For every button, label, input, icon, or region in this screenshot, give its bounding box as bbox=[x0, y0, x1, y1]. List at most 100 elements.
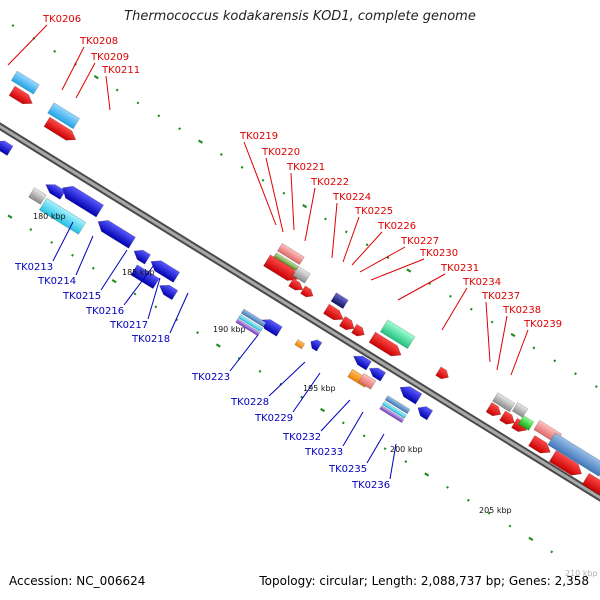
gene-feature[interactable] bbox=[381, 400, 407, 419]
scale-dash bbox=[574, 372, 577, 376]
gene-feature[interactable] bbox=[28, 187, 47, 205]
gene-label-tk0238[interactable]: TK0238 bbox=[502, 305, 541, 316]
gene-label-tk0217[interactable]: TK0217 bbox=[109, 320, 148, 331]
gene-feature[interactable] bbox=[511, 402, 529, 418]
scale-label-210: 210 kbp bbox=[565, 569, 598, 578]
gene-label-tk0229[interactable]: TK0229 bbox=[254, 413, 293, 424]
gene-feature[interactable] bbox=[330, 292, 349, 309]
gene-label-tk0239[interactable]: TK0239 bbox=[523, 319, 562, 330]
gene-feature[interactable] bbox=[499, 410, 518, 428]
gene-feature[interactable] bbox=[308, 337, 323, 352]
gene-label-tk0213[interactable]: TK0213 bbox=[14, 262, 53, 273]
gene-label-tk0225[interactable]: TK0225 bbox=[354, 206, 393, 217]
leader-line bbox=[366, 433, 385, 464]
gene-feature[interactable] bbox=[581, 472, 600, 500]
scale-label-195: 195 kbp bbox=[303, 384, 336, 393]
gene-feature[interactable] bbox=[8, 85, 35, 108]
leader-line bbox=[75, 235, 94, 276]
gene-label-tk0224[interactable]: TK0224 bbox=[332, 192, 371, 203]
gene-feature[interactable] bbox=[157, 281, 179, 301]
gene-label-tk0222[interactable]: TK0222 bbox=[310, 177, 349, 188]
gene-feature[interactable] bbox=[322, 303, 346, 324]
gene-label-tk0214[interactable]: TK0214 bbox=[37, 276, 76, 287]
gene-feature[interactable] bbox=[131, 246, 151, 265]
gene-label-tk0226[interactable]: TK0226 bbox=[377, 221, 416, 232]
gene-label-tk0221[interactable]: TK0221 bbox=[286, 162, 325, 173]
gene-feature[interactable] bbox=[415, 403, 434, 421]
gene-feature[interactable] bbox=[368, 331, 404, 360]
gene-feature[interactable] bbox=[240, 308, 267, 328]
gene-label-tk0227[interactable]: TK0227 bbox=[400, 236, 439, 247]
gene-feature[interactable] bbox=[379, 405, 405, 423]
gene-feature[interactable] bbox=[0, 137, 14, 156]
gene-label-tk0236[interactable]: TK0236 bbox=[351, 480, 390, 491]
gene-feature[interactable] bbox=[148, 256, 181, 283]
gene-feature[interactable] bbox=[351, 323, 367, 339]
leader-line bbox=[105, 75, 111, 111]
gene-feature[interactable] bbox=[485, 402, 504, 419]
gene-feature[interactable] bbox=[95, 216, 136, 249]
gene-feature[interactable] bbox=[292, 265, 311, 284]
scale-dash bbox=[528, 536, 534, 542]
gene-label-tk0206[interactable]: TK0206 bbox=[42, 14, 81, 25]
gene-label-tk0223[interactable]: TK0223 bbox=[191, 372, 230, 383]
scale-dash bbox=[71, 253, 74, 257]
gene-label-tk0208[interactable]: TK0208 bbox=[79, 36, 118, 47]
scale-dash bbox=[258, 369, 262, 373]
gene-label-tk0237[interactable]: TK0237 bbox=[481, 291, 520, 302]
scale-track bbox=[7, 24, 598, 554]
gene-feature[interactable] bbox=[379, 319, 416, 349]
gene-feature[interactable] bbox=[277, 242, 305, 266]
gene-label-tk0209[interactable]: TK0209 bbox=[90, 52, 129, 63]
gene-label-tk0230[interactable]: TK0230 bbox=[419, 248, 458, 259]
gene-feature[interactable] bbox=[547, 432, 600, 477]
gene-label-tk0219[interactable]: TK0219 bbox=[239, 131, 278, 142]
label-leaders bbox=[7, 24, 529, 480]
gene-label-tk0233[interactable]: TK0233 bbox=[304, 447, 343, 458]
gene-label-tk0211[interactable]: TK0211 bbox=[101, 65, 140, 76]
gene-feature[interactable] bbox=[517, 415, 535, 431]
gene-feature[interactable] bbox=[258, 315, 283, 337]
gene-feature[interactable] bbox=[338, 315, 357, 333]
gene-feature[interactable] bbox=[43, 116, 79, 144]
gene-label-tk0228[interactable]: TK0228 bbox=[230, 397, 269, 408]
gene-feature[interactable] bbox=[358, 372, 377, 390]
gene-feature[interactable] bbox=[47, 102, 80, 130]
leader-line bbox=[292, 372, 321, 413]
gene-label-tk0218[interactable]: TK0218 bbox=[131, 334, 170, 345]
gene-feature[interactable] bbox=[548, 450, 585, 480]
genome-summary: Topology: circular; Length: 2,088,737 bp… bbox=[259, 574, 589, 588]
gene-label-tk0234[interactable]: TK0234 bbox=[462, 277, 501, 288]
gene-feature[interactable] bbox=[10, 70, 40, 95]
gene-labels-upper: TK0206TK0208TK0209TK0211TK0219TK0220TK02… bbox=[42, 14, 562, 330]
gene-label-tk0220[interactable]: TK0220 bbox=[261, 147, 300, 158]
scale-dash bbox=[115, 88, 119, 92]
scale-dash bbox=[344, 230, 348, 234]
gene-feature[interactable] bbox=[59, 182, 104, 218]
gene-feature[interactable] bbox=[367, 364, 387, 382]
gene-label-tk0235[interactable]: TK0235 bbox=[328, 464, 367, 475]
gene-feature[interactable] bbox=[38, 197, 87, 235]
gene-feature[interactable] bbox=[294, 339, 306, 350]
gene-feature[interactable] bbox=[435, 366, 451, 382]
scale-label-190: 190 kbp bbox=[213, 325, 246, 334]
gene-feature[interactable] bbox=[384, 395, 411, 415]
gene-feature[interactable] bbox=[300, 285, 316, 300]
gene-label-tk0232[interactable]: TK0232 bbox=[282, 432, 321, 443]
gene-feature[interactable] bbox=[528, 435, 554, 458]
scale-dash bbox=[93, 75, 99, 80]
gene-feature[interactable] bbox=[288, 278, 306, 293]
gene-label-tk0216[interactable]: TK0216 bbox=[85, 306, 124, 317]
scale-dash bbox=[196, 331, 199, 335]
scale-dash bbox=[383, 447, 387, 451]
scale-dash bbox=[553, 359, 557, 363]
gene-feature[interactable] bbox=[43, 180, 66, 200]
gene-label-tk0215[interactable]: TK0215 bbox=[62, 291, 101, 302]
gene-feature[interactable] bbox=[397, 382, 423, 405]
gene-feature[interactable] bbox=[237, 314, 263, 333]
genome-backbone bbox=[0, 122, 600, 502]
gene-feature[interactable] bbox=[492, 392, 516, 413]
gene-label-tk0231[interactable]: TK0231 bbox=[440, 263, 479, 274]
gene-feature[interactable] bbox=[351, 352, 372, 371]
